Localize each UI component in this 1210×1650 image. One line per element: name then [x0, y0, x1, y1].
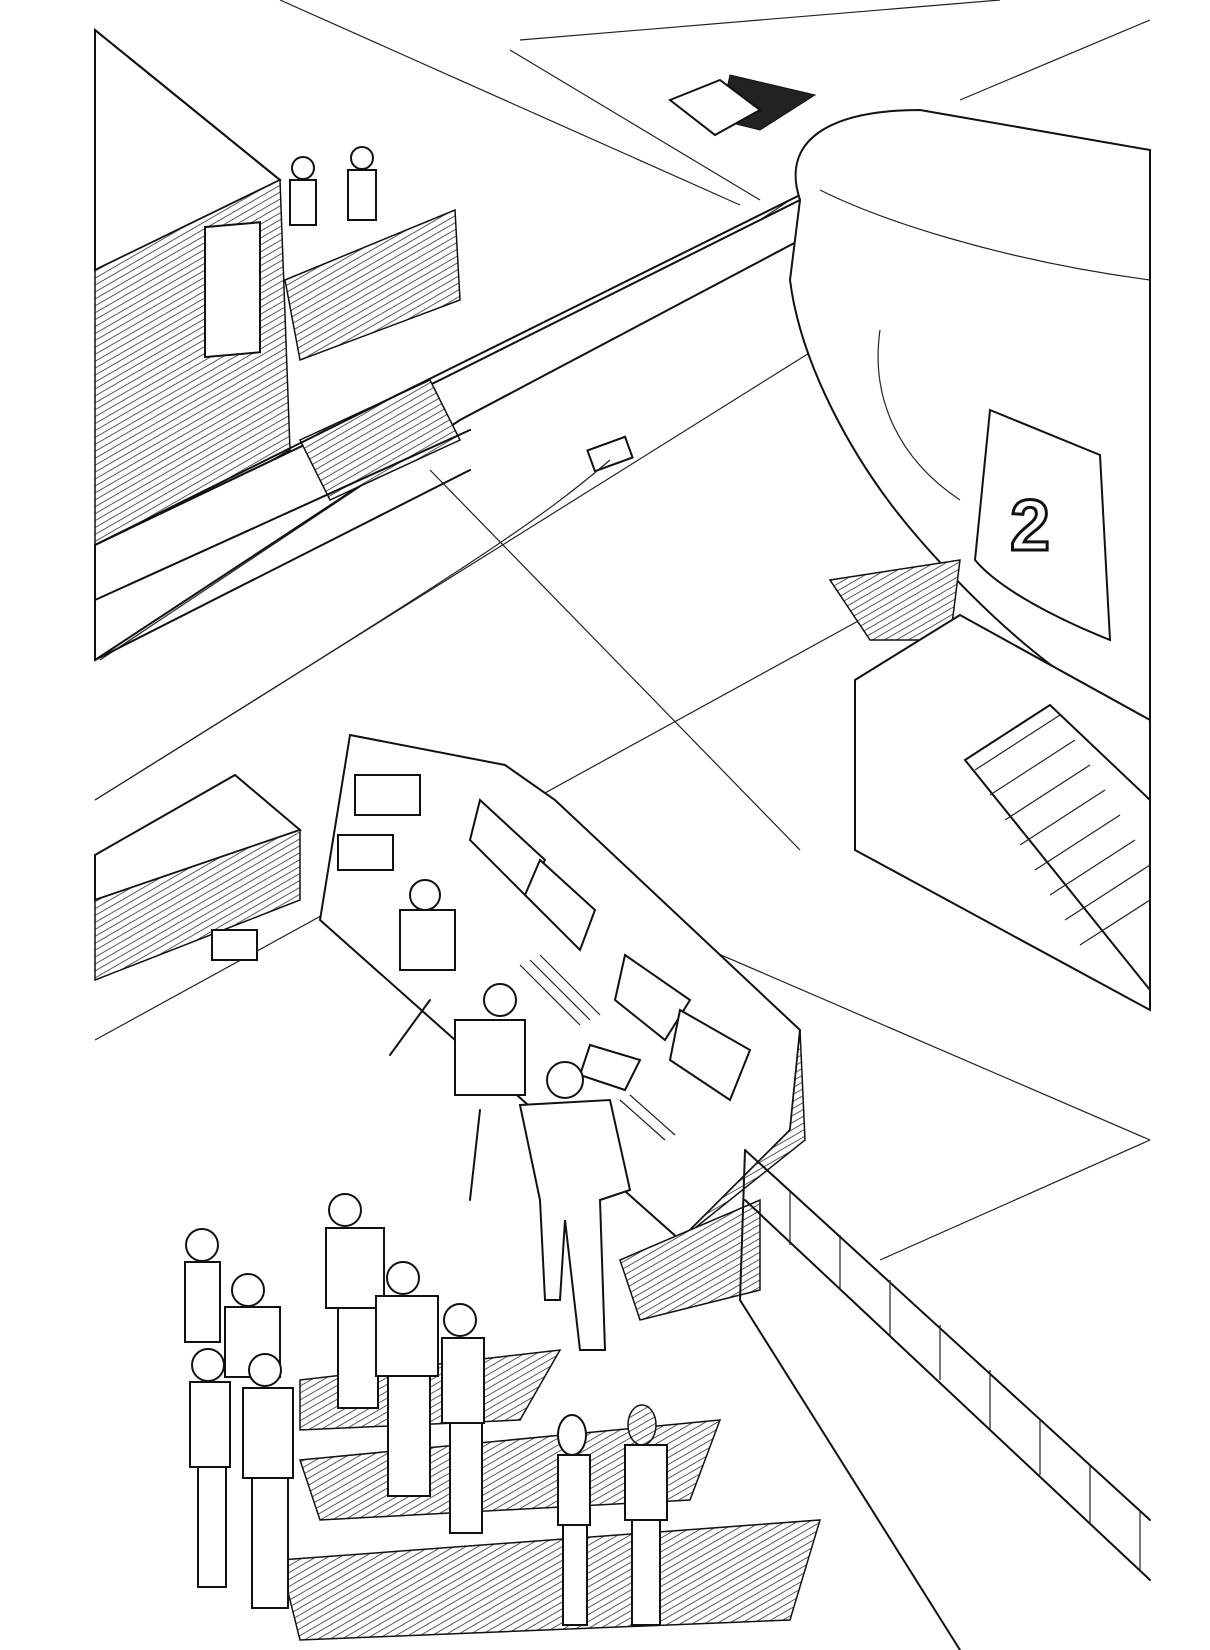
wall-block [94, 27, 461, 562]
workers-top [289, 146, 377, 226]
pipe [94, 194, 801, 662]
junction-box [586, 435, 634, 473]
student [184, 1228, 221, 1343]
instructor [518, 1098, 632, 1351]
student [375, 1261, 439, 1497]
instructor-head [546, 1061, 584, 1099]
stairs [974, 714, 1151, 946]
low-block [94, 773, 302, 982]
student [189, 1348, 231, 1588]
pod-number: 2 [1010, 486, 1050, 566]
console-sliders [519, 954, 676, 1141]
stair-platform [854, 613, 1151, 1012]
pod-2: 2 [788, 108, 1151, 722]
students [184, 1193, 668, 1626]
cable [94, 459, 611, 801]
student [325, 1193, 385, 1409]
control-console [318, 733, 806, 1242]
student [242, 1353, 294, 1609]
student [557, 1414, 591, 1626]
student [441, 1303, 485, 1534]
railing [739, 1149, 1151, 1650]
operators [389, 879, 632, 1351]
floor-hatch [668, 74, 817, 137]
student [624, 1404, 668, 1626]
